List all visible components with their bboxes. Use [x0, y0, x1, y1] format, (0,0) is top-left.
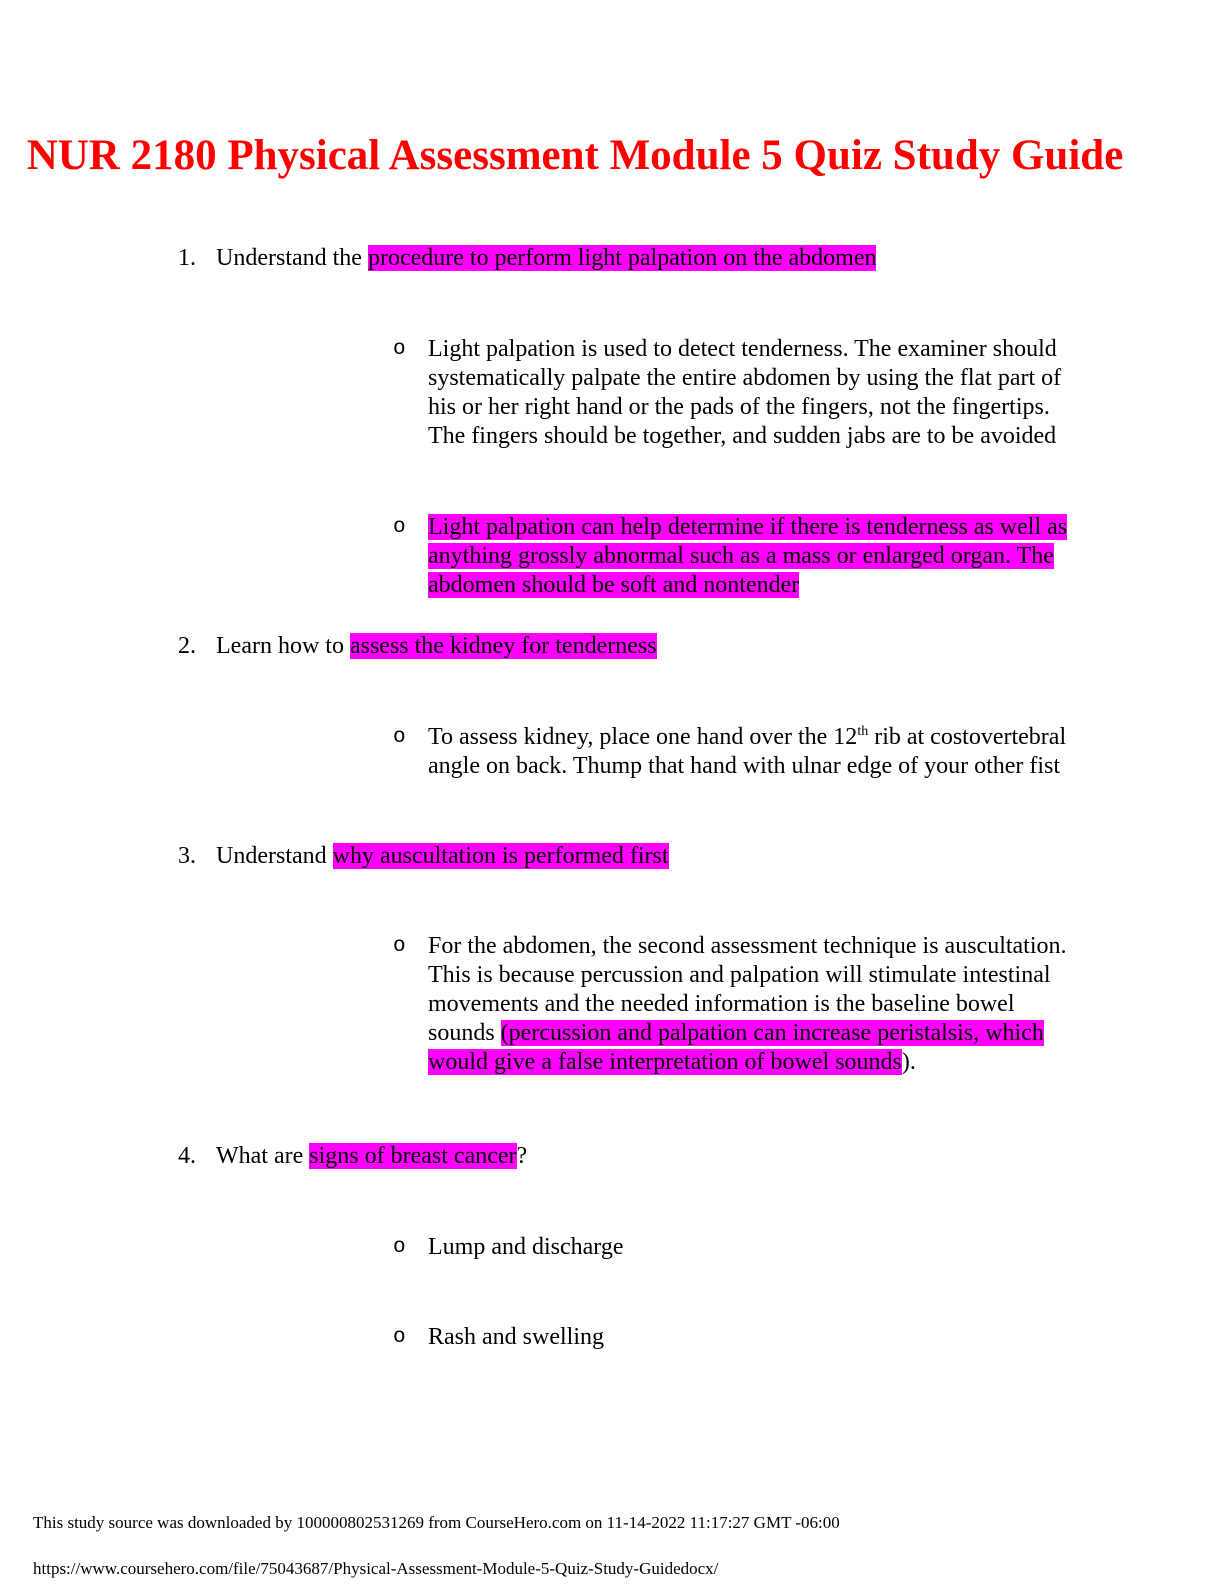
circle-bullet-marker: o — [393, 338, 406, 361]
sub-bullet: o Rash and swelling — [393, 1323, 1083, 1352]
page-title: NUR 2180 Physical Assessment Module 5 Qu… — [26, 132, 1124, 179]
highlighted-text: why auscultation is performed first — [332, 843, 669, 869]
list-number: 3. — [178, 843, 196, 869]
list-item-1: 1. Understand the procedure to perform l… — [178, 244, 877, 273]
circle-bullet-marker: o — [393, 1326, 406, 1349]
highlighted-text: (percussion and palpation can increase p… — [428, 1020, 1044, 1075]
plain-text: Understand — [216, 843, 333, 869]
list-number: 1. — [178, 245, 196, 271]
plain-text: What are — [216, 1143, 310, 1169]
source-url: https://www.coursehero.com/file/75043687… — [33, 1559, 719, 1578]
sub-bullet: o For the abdomen, the second assessment… — [393, 932, 1083, 1077]
sub-bullet: o Lump and discharge — [393, 1233, 1083, 1262]
bullet-text: Light palpation can help determine if th… — [428, 513, 1083, 600]
list-number: 4. — [178, 1143, 196, 1169]
bullet-text: Rash and swelling — [428, 1324, 604, 1350]
plain-text: Understand the — [216, 245, 368, 271]
plain-text: ). — [901, 1049, 916, 1075]
circle-bullet-marker: o — [393, 516, 406, 539]
sub-bullet: o To assess kidney, place one hand over … — [393, 723, 1083, 781]
bullet-text: To assess kidney, place one hand over th… — [428, 723, 1083, 781]
superscript-text: th — [857, 724, 869, 739]
list-item-2: 2. Learn how to assess the kidney for te… — [178, 632, 657, 661]
plain-text: For the abdomen, the second assessment t… — [428, 933, 1067, 1046]
list-item-text: Learn how to assess the kidney for tende… — [216, 632, 657, 661]
circle-bullet-marker: o — [393, 935, 406, 958]
highlighted-text: signs of breast cancer — [309, 1143, 517, 1169]
plain-text: ? — [516, 1143, 528, 1169]
highlighted-text: Light palpation can help determine if th… — [428, 514, 1068, 598]
list-number: 2. — [178, 633, 196, 659]
highlighted-text: procedure to perform light palpation on … — [367, 245, 877, 271]
bullet-text: Light palpation is used to detect tender… — [428, 336, 1062, 449]
circle-bullet-marker: o — [393, 1236, 406, 1259]
highlighted-text: assess the kidney for tenderness — [349, 633, 657, 659]
plain-text: Learn how to — [216, 633, 350, 659]
list-item-text: Understand why auscultation is performed… — [216, 842, 669, 871]
circle-bullet-marker: o — [393, 726, 406, 749]
bullet-text: Lump and discharge — [428, 1234, 624, 1260]
sub-bullet: o Light palpation can help determine if … — [393, 513, 1083, 600]
plain-text: rib at costovertebral angle on back. Thu… — [428, 724, 1067, 779]
sub-bullet: o Light palpation is used to detect tend… — [393, 335, 1083, 451]
list-item-text: What are signs of breast cancer? — [216, 1142, 527, 1171]
bullet-text: For the abdomen, the second assessment t… — [428, 932, 1083, 1077]
list-item-3: 3. Understand why auscultation is perfor… — [178, 842, 669, 871]
download-attribution-note: This study source was downloaded by 1000… — [33, 1513, 840, 1532]
plain-text: To assess kidney, place one hand over th… — [428, 724, 858, 750]
list-item-4: 4. What are signs of breast cancer? — [178, 1142, 527, 1171]
list-item-text: Understand the procedure to perform ligh… — [216, 244, 877, 273]
